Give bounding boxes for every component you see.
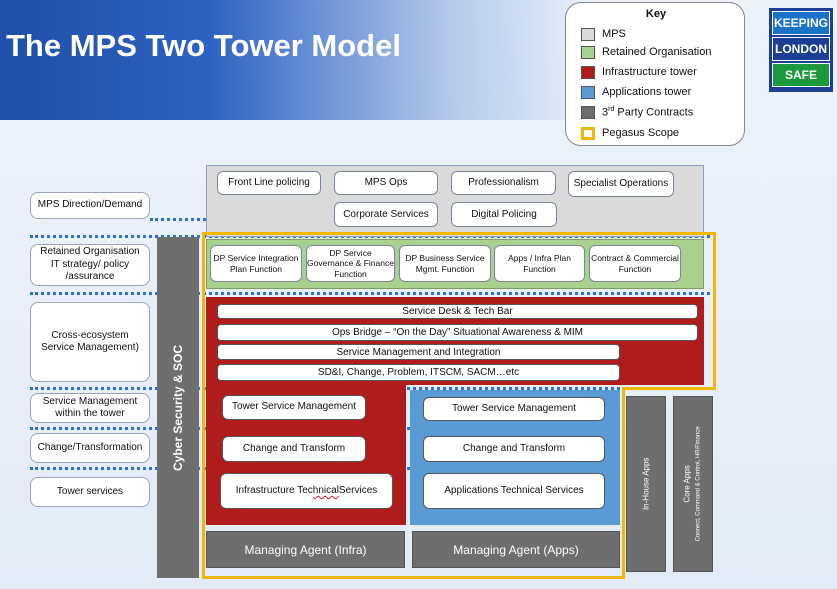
cyber-security-label: Cyber Security & SOC — [171, 344, 186, 471]
mps-professionalism: Professionalism — [451, 171, 556, 195]
label-mps-direction: MPS Direction/Demand — [30, 192, 150, 219]
legend-swatch — [581, 45, 595, 59]
ops-bridge-bar: Ops Bridge – “On the Day” Situational Aw… — [217, 324, 698, 341]
mps-front-line-policing: Front Line policing — [217, 171, 321, 195]
service-management-integration-bar: Service Management and Integration — [217, 344, 620, 360]
legend-swatch — [581, 65, 595, 79]
legend-label: Infrastructure tower — [602, 66, 697, 78]
dotted-divider — [30, 292, 710, 295]
retained-business-service-mgmt: DP Business Service Mgmt. Function — [399, 245, 491, 282]
legend-item-retained: Retained Organisation — [581, 44, 711, 60]
apps-change-and-transform: Change and Transform — [423, 436, 605, 462]
legend-swatch — [581, 27, 595, 41]
dotted-divider — [150, 218, 206, 221]
pegasus-scope-outline — [202, 390, 625, 579]
in-house-apps-column: In-House Apps — [626, 396, 666, 572]
legend-item-mps: MPS — [581, 26, 626, 42]
legend-label: 3rd Party Contracts — [602, 105, 694, 119]
legend-label: MPS — [602, 28, 626, 40]
legend-label: Retained Organisation — [602, 46, 712, 58]
logo-line: SAFE — [772, 63, 830, 87]
service-desk-bar: Service Desk & Tech Bar — [217, 304, 698, 319]
mps-specialist-operations: Specialist Operations — [568, 171, 674, 197]
sdi-change-problem-bar: SD&I, Change, Problem, ITSCM, SACM…etc — [217, 364, 620, 381]
label-change-transformation: Change/Transformation — [30, 433, 150, 463]
page-title: The MPS Two Tower Model — [6, 28, 401, 63]
logo-line: LONDON — [772, 37, 830, 61]
mps-digital-policing: Digital Policing — [451, 202, 557, 227]
keeping-london-safe-logo: KEEPING LONDON SAFE — [769, 8, 833, 92]
pegasus-scope-outline — [622, 387, 716, 390]
label-tower-services: Tower services — [30, 477, 150, 507]
in-house-apps-label: In-House Apps — [641, 457, 651, 511]
infra-tower-service-management: Tower Service Management — [222, 395, 366, 420]
label-cross-ecosystem: Cross-ecosystem Service Management) — [30, 302, 150, 382]
retained-apps-infra-plan: Apps / Infra Plan Function — [494, 245, 585, 282]
legend-title: Key — [645, 8, 667, 20]
legend-item-pegasus: Pegasus Scope — [581, 125, 679, 141]
legend: Key MPS Retained Organisation Infrastruc… — [565, 2, 745, 146]
retained-governance-finance: DP Service Governance & Finance Function — [306, 245, 395, 282]
apps-tower-service-management: Tower Service Management — [423, 397, 605, 421]
retained-contract-commercial: Contract & Commercial Function — [589, 245, 681, 282]
legend-swatch — [581, 85, 595, 99]
apps-technical-services: Applications Technical Services — [423, 473, 605, 509]
managing-agent-infra: Managing Agent (Infra) — [206, 531, 405, 568]
mps-ops: MPS Ops — [334, 171, 438, 195]
legend-label: Applications tower — [602, 86, 692, 98]
cyber-security-bar — [157, 237, 199, 578]
mps-corporate-services: Corporate Services — [334, 202, 438, 227]
retained-integration-plan: DP Service Integration Plan Function — [210, 245, 302, 282]
legend-item-third-party: 3rd Party Contracts — [581, 104, 693, 120]
label-retained-organisation: Retained Organisation IT strategy/ polic… — [30, 244, 150, 286]
legend-item-infrastructure: Infrastructure tower — [581, 64, 697, 80]
legend-swatch — [581, 105, 595, 119]
legend-label: Pegasus Scope — [602, 127, 680, 139]
infra-change-and-transform: Change and Transform — [222, 436, 366, 462]
legend-swatch — [581, 126, 595, 140]
managing-agent-apps: Managing Agent (Apps) — [412, 531, 620, 568]
pegasus-scope-outline — [202, 232, 716, 390]
legend-item-applications: Applications tower — [581, 84, 691, 100]
label-service-management-tower: Service Management within the tower — [30, 393, 150, 423]
title-banner — [0, 0, 600, 120]
logo-line: KEEPING — [772, 11, 830, 35]
